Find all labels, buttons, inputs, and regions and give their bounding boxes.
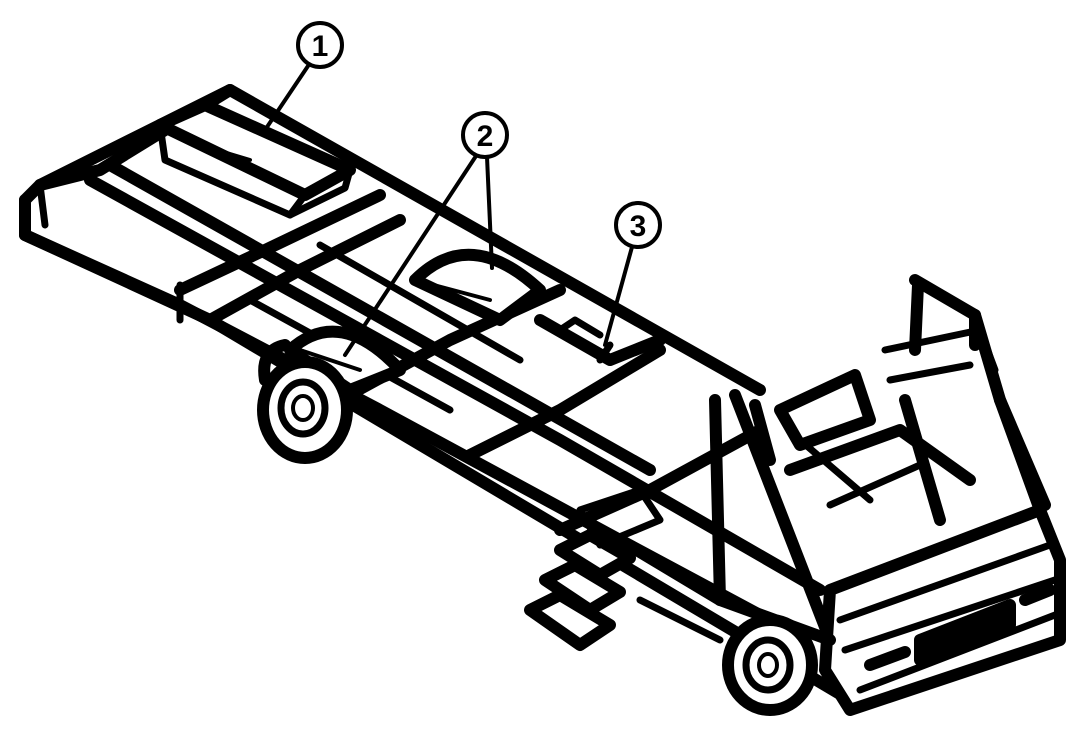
wheel-arch-covers xyxy=(284,248,546,396)
callout-1-label: 1 xyxy=(312,30,329,63)
rear-wheel xyxy=(257,339,353,464)
entrance-steps xyxy=(524,486,664,651)
callout-2: 2 xyxy=(343,111,509,357)
callout-2-label: 2 xyxy=(477,120,494,153)
chassis-frame xyxy=(19,84,856,706)
rear-luggage-box xyxy=(154,99,356,219)
callout-3: 3 xyxy=(603,201,662,347)
front-cab-frame xyxy=(614,274,1066,716)
front-wheel xyxy=(722,614,818,716)
callout-3-label: 3 xyxy=(630,210,647,243)
callout-1: 1 xyxy=(263,21,344,132)
mid-frame-section xyxy=(534,314,666,366)
